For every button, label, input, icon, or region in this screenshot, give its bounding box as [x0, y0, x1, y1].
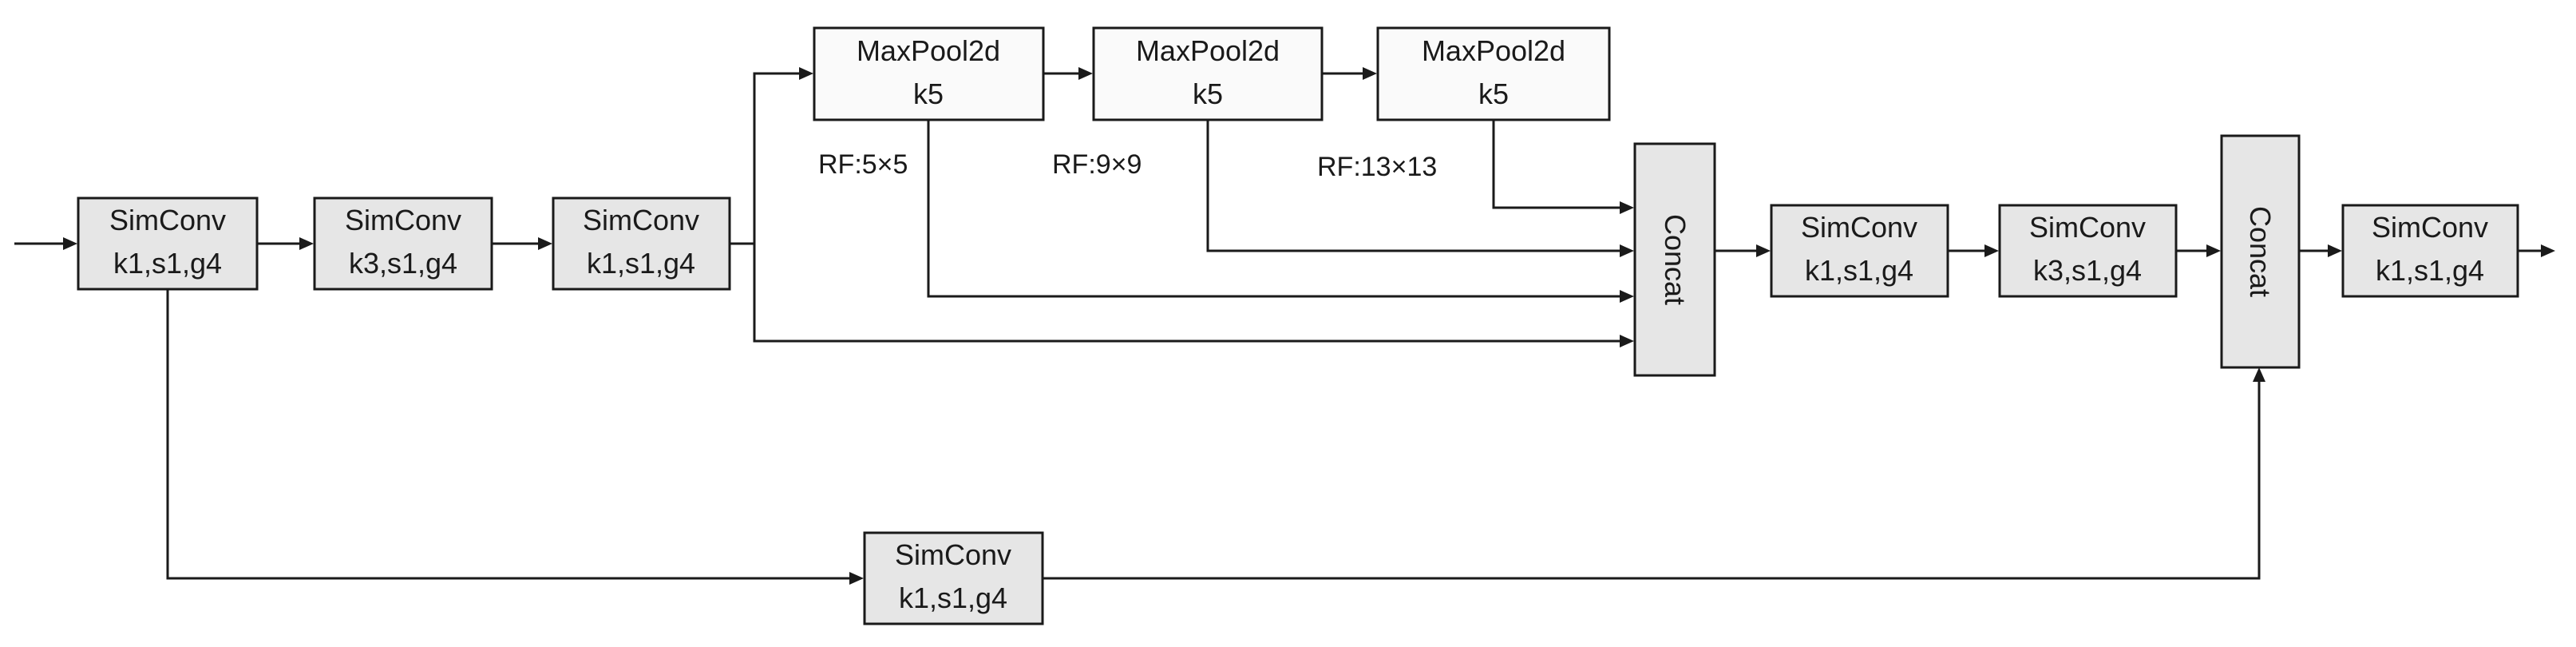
arrowhead-maxpool2-concat1 — [1620, 244, 1634, 257]
simconv-block-shortcut-params: k1,s1,g4 — [899, 582, 1007, 614]
arrowhead-sc3-concat1 — [1620, 335, 1634, 347]
arrowhead-maxpool1-concat1 — [1620, 290, 1634, 303]
arrow-maxpool3-concat1 — [1492, 120, 1620, 209]
arrowhead-sc4-sc5 — [1984, 244, 1999, 257]
simconv-block-6-params: k1,s1,g4 — [2376, 254, 2484, 287]
simconv-block-4: SimConv k1,s1,g4 — [1770, 204, 1949, 298]
arrowhead-sc2-sc3 — [538, 237, 552, 250]
arrowhead-maxpool1-maxpool2 — [1078, 67, 1093, 80]
maxpool-block-3-name: MaxPool2d — [1422, 34, 1565, 67]
simconv-block-3: SimConv k1,s1,g4 — [552, 196, 731, 291]
arrowhead-concat2-sc6 — [2328, 244, 2342, 257]
concat-block-1-label: Concat — [1659, 214, 1692, 305]
arrowhead-sc5-concat2 — [2206, 244, 2221, 257]
arrowhead-shortcut-concat2 — [2253, 367, 2265, 382]
simconv-block-2-params: k3,s1,g4 — [349, 247, 457, 280]
simconv-block-1-params: k1,s1,g4 — [113, 247, 222, 280]
maxpool-block-2: MaxPool2d k5 — [1092, 26, 1324, 121]
concat-block-2-label: Concat — [2244, 206, 2277, 297]
simconv-block-shortcut: SimConv k1,s1,g4 — [863, 531, 1044, 625]
simconv-block-2: SimConv k3,s1,g4 — [313, 196, 493, 291]
simconv-block-2-name: SimConv — [345, 204, 461, 236]
arrow-shortcut-concat2 — [1043, 382, 2261, 580]
arrowhead-sc1-shortcut — [849, 572, 864, 585]
maxpool-block-1-kernel: k5 — [913, 77, 944, 110]
simconv-block-1: SimConv k1,s1,g4 — [77, 196, 259, 291]
rf-label-3: RF:13×13 — [1317, 152, 1437, 182]
arrow-maxpool2-concat1 — [1206, 120, 1620, 252]
arrowhead-maxpool2-maxpool3 — [1363, 67, 1377, 80]
maxpool-block-3: MaxPool2d k5 — [1376, 26, 1611, 121]
arrow-sc1-shortcut — [166, 289, 850, 580]
rf-label-1: RF:5×5 — [818, 149, 908, 180]
arrow-maxpool1-concat1 — [927, 120, 1620, 298]
arrowhead-sc3-maxpool1 — [799, 67, 813, 80]
simconv-block-5-params: k3,s1,g4 — [2033, 254, 2142, 287]
maxpool-block-2-kernel: k5 — [1193, 77, 1223, 110]
rf-label-2: RF:9×9 — [1052, 149, 1142, 180]
arrow-sc3-maxpool1 — [730, 72, 800, 245]
output-arrowhead — [2541, 244, 2555, 257]
simconv-block-shortcut-name: SimConv — [895, 538, 1011, 571]
maxpool-block-1: MaxPool2d k5 — [813, 26, 1045, 121]
simconv-block-5-name: SimConv — [2029, 211, 2146, 244]
input-arrowhead — [63, 237, 77, 250]
simconv-block-3-name: SimConv — [583, 204, 699, 236]
arrowhead-maxpool3-concat1 — [1620, 201, 1634, 214]
maxpool-block-1-name: MaxPool2d — [857, 34, 1000, 67]
arrow-sc3-concat1 — [753, 244, 1620, 343]
simconv-block-5: SimConv k3,s1,g4 — [1998, 204, 2178, 298]
maxpool-block-2-name: MaxPool2d — [1136, 34, 1280, 67]
arrowhead-sc1-sc2 — [299, 237, 314, 250]
simconv-block-4-name: SimConv — [1801, 211, 1917, 244]
concat-block-1: Concat — [1633, 142, 1716, 377]
simconv-block-3-params: k1,s1,g4 — [587, 247, 695, 280]
simconv-block-6-name: SimConv — [2372, 211, 2488, 244]
simconv-block-6: SimConv k1,s1,g4 — [2341, 204, 2519, 298]
simconv-block-4-params: k1,s1,g4 — [1805, 254, 1913, 287]
concat-block-2: Concat — [2220, 134, 2301, 369]
maxpool-block-3-kernel: k5 — [1478, 77, 1509, 110]
simconv-block-1-name: SimConv — [109, 204, 226, 236]
arrowhead-concat1-sc4 — [1756, 244, 1771, 257]
connectors — [14, 67, 2555, 585]
